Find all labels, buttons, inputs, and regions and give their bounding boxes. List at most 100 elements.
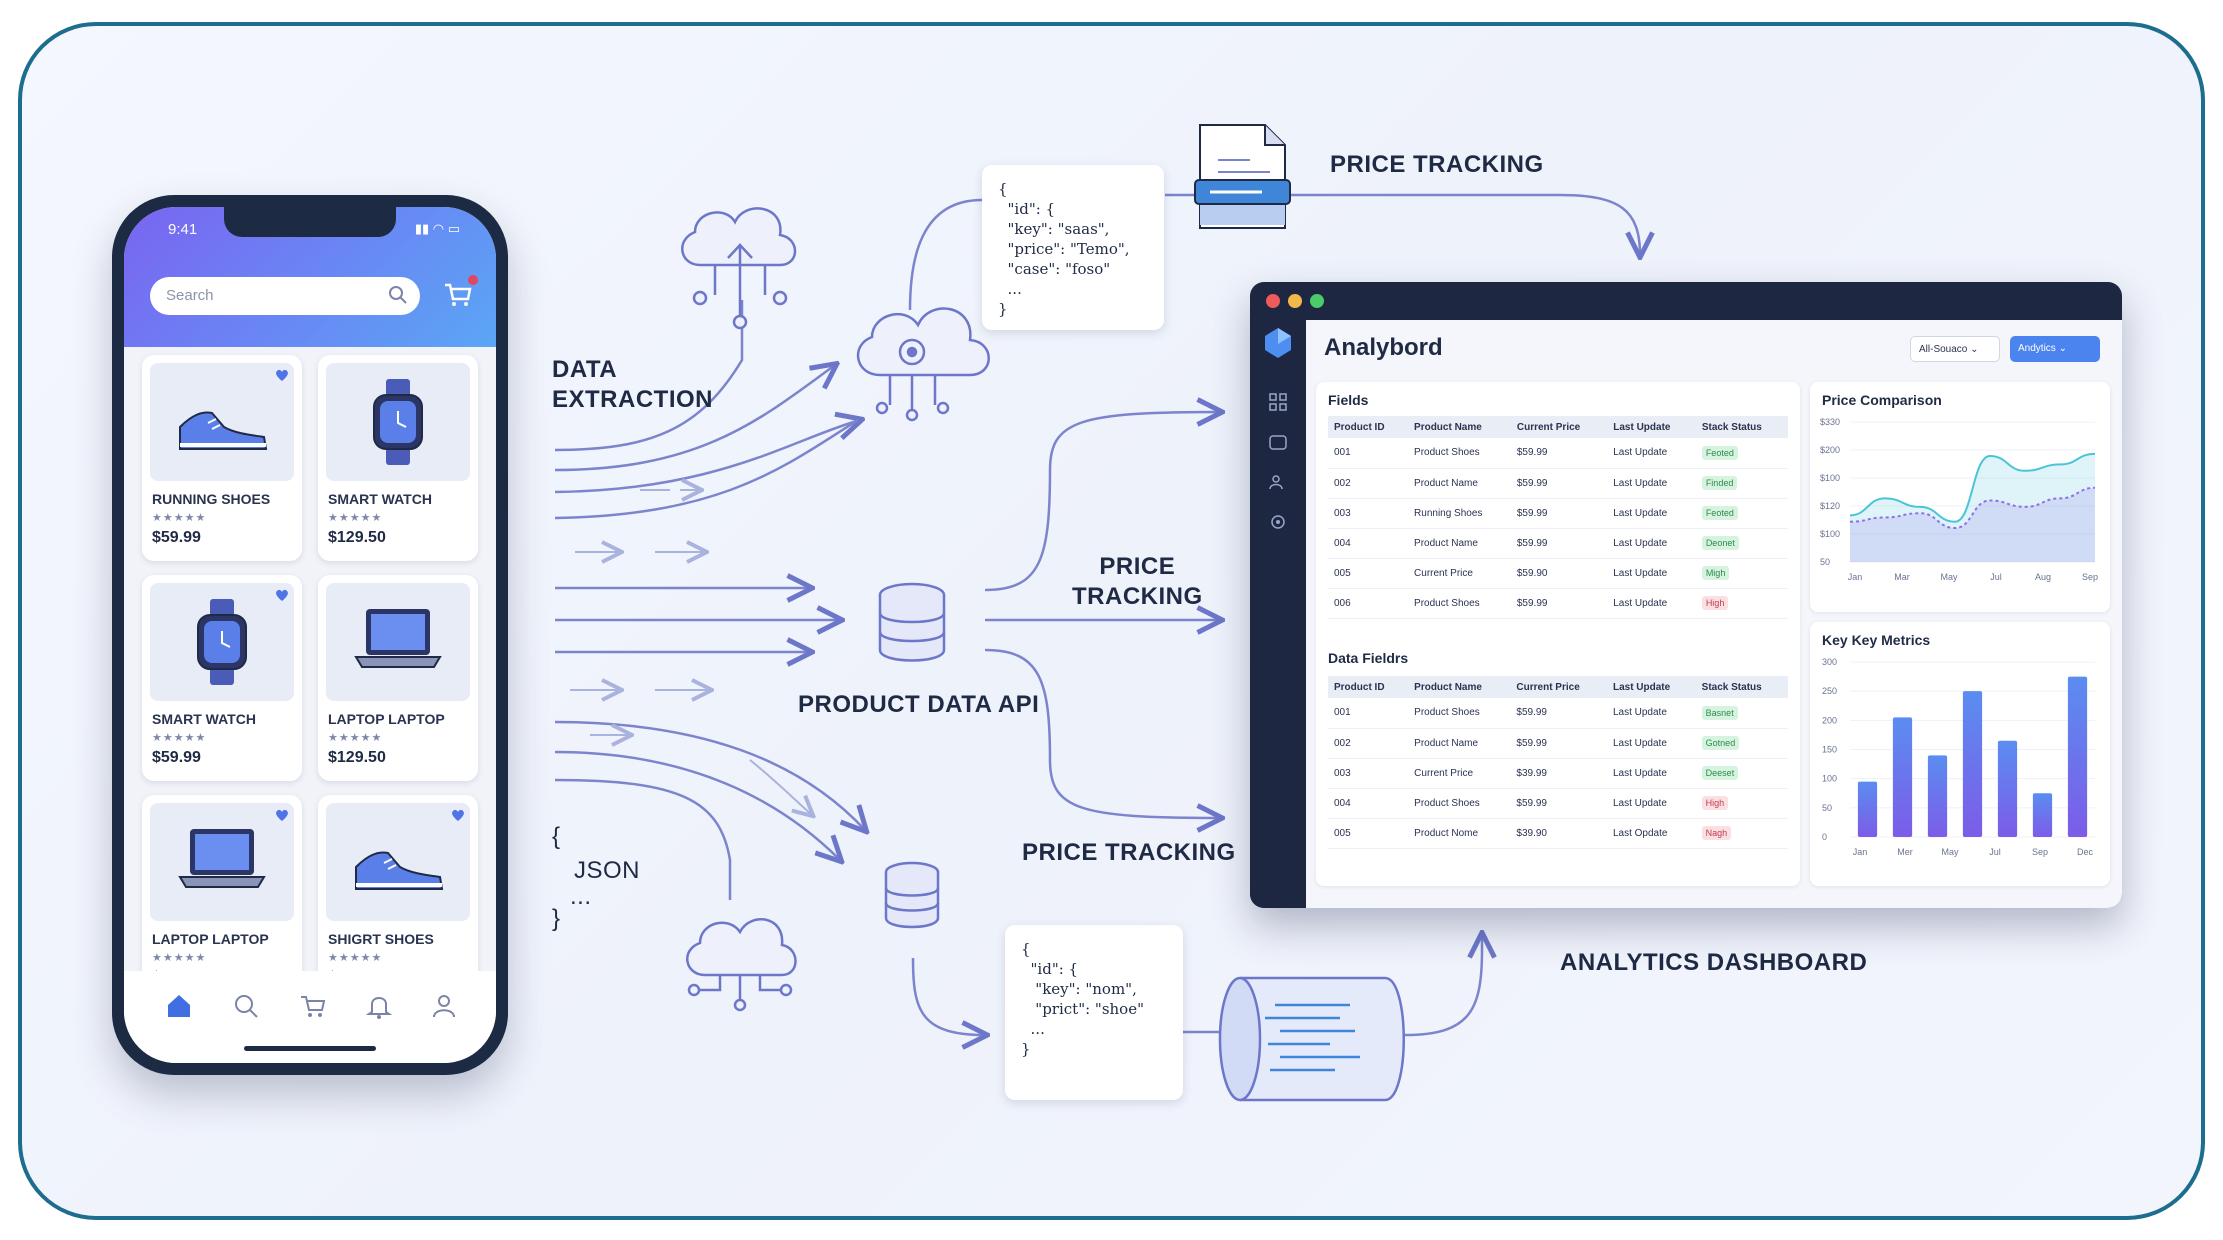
dashboard-sidebar: [1250, 320, 1306, 908]
heart-icon[interactable]: [274, 807, 290, 823]
table-cell: Product Nome: [1408, 818, 1511, 849]
product-card[interactable]: SMART WATCH★★★★★$129.50: [318, 355, 478, 561]
column-header[interactable]: Product ID: [1328, 416, 1409, 438]
folder-icon[interactable]: [1268, 432, 1288, 452]
table-cell: $59.99: [1510, 728, 1607, 759]
search-tab-icon[interactable]: [231, 991, 261, 1021]
cart-tab-icon[interactable]: [298, 991, 328, 1021]
window-maximize-dot[interactable]: [1310, 294, 1324, 308]
json-dots: ...: [570, 883, 592, 910]
column-header[interactable]: Stack Status: [1695, 416, 1788, 438]
home-icon[interactable]: [164, 991, 194, 1021]
product-card[interactable]: SMART WATCH★★★★★$59.99: [142, 575, 302, 781]
column-header[interactable]: Last Update: [1606, 676, 1696, 698]
table-cell: $39.99: [1510, 758, 1607, 789]
column-header[interactable]: Product Name: [1408, 416, 1511, 438]
table-cell: 004: [1328, 788, 1409, 819]
status-cell: High: [1695, 588, 1788, 619]
x-tick-label: Sep: [2082, 572, 2098, 582]
product-name: SMART WATCH: [328, 491, 432, 507]
x-tick-label: Aug: [2035, 572, 2051, 582]
analytics-dashboard-label: ANALYTICS DASHBOARD: [1560, 949, 1868, 976]
y-tick-label: $330: [1820, 417, 1840, 427]
heart-icon[interactable]: [274, 367, 290, 383]
table-cell: Last Update: [1606, 788, 1696, 819]
table-cell: Last Update: [1607, 468, 1696, 499]
series-area: [1850, 453, 2095, 562]
y-tick-label: 300: [1822, 657, 1837, 667]
status-time: 9:41: [168, 221, 198, 238]
series-line: [1849, 486, 2096, 530]
fields-title: Fields: [1328, 392, 1369, 408]
heart-icon[interactable]: [274, 587, 290, 603]
column-header[interactable]: Last Update: [1607, 416, 1696, 438]
x-tick-label: May: [1940, 572, 1958, 582]
table-cell: $39.90: [1510, 818, 1607, 849]
column-header[interactable]: Product ID: [1328, 676, 1409, 698]
y-tick-label: 50: [1820, 557, 1830, 567]
database-icon: [878, 582, 946, 662]
table-cell: $59.99: [1510, 588, 1608, 619]
product-card[interactable]: LAPTOP LAPTOP★★★★★$129.50: [318, 575, 478, 781]
table-cell: Last Update: [1606, 758, 1696, 789]
status-badge: Feoted: [1701, 445, 1738, 460]
column-header[interactable]: Current Price: [1510, 676, 1607, 698]
cart-icon[interactable]: [442, 279, 474, 311]
heart-icon[interactable]: [450, 807, 466, 823]
product-image: [326, 803, 470, 921]
analytics-select[interactable]: Andytics ⌄: [2010, 336, 2100, 362]
settings-icon[interactable]: [1268, 512, 1288, 532]
product-rating: ★★★★★: [152, 512, 207, 524]
table-cell: $59.99: [1510, 438, 1608, 469]
users-icon[interactable]: [1268, 472, 1288, 492]
source-select[interactable]: All-Souaco ⌄: [1910, 336, 2000, 362]
table-cell: Product Shoes: [1408, 588, 1511, 619]
cloud-upload-icon: [681, 207, 797, 330]
dashboard-title: Analybord: [1324, 334, 1443, 361]
app-logo-icon: [1265, 328, 1291, 358]
bar: [1997, 740, 2018, 837]
product-card[interactable]: LAPTOP LAPTOP★★★★★$59.99: [142, 795, 302, 1001]
product-card[interactable]: RUNNING SHOES★★★★★$59.99: [142, 355, 302, 561]
x-tick-label: Jul: [1989, 847, 2001, 857]
y-tick-label: $100: [1820, 529, 1840, 539]
grid-icon[interactable]: [1268, 392, 1288, 412]
product-image: [150, 583, 294, 701]
x-tick-label: Mer: [1897, 847, 1913, 857]
status-cell: Basnet: [1695, 698, 1788, 729]
dashboard-main: Analybord All-Souaco ⌄ Andytics ⌄ Fields…: [1306, 320, 2122, 908]
bell-icon[interactable]: [364, 991, 394, 1021]
status-cell: Finded: [1695, 468, 1788, 499]
table-cell: Running Shoes: [1408, 498, 1511, 529]
status-badge: Migh: [1701, 566, 1730, 580]
user-icon[interactable]: [429, 991, 459, 1021]
search-input[interactable]: Search: [150, 277, 420, 315]
table-cell: $59.99: [1510, 528, 1608, 559]
column-header[interactable]: Current Price: [1510, 416, 1608, 438]
table-cell: 005: [1328, 558, 1409, 589]
column-header[interactable]: Stack Status: [1695, 676, 1788, 698]
window-minimize-dot[interactable]: [1288, 294, 1302, 308]
window-close-dot[interactable]: [1266, 294, 1280, 308]
status-cell: Nagh: [1695, 818, 1788, 849]
table-cell: Current Price: [1408, 558, 1511, 589]
product-rating: ★★★★★: [328, 732, 383, 744]
laptop-icon: [354, 609, 442, 668]
column-header[interactable]: Product Name: [1408, 676, 1511, 698]
x-tick-label: Dec: [2077, 847, 2094, 857]
cloud-network-icon: [686, 918, 797, 1012]
